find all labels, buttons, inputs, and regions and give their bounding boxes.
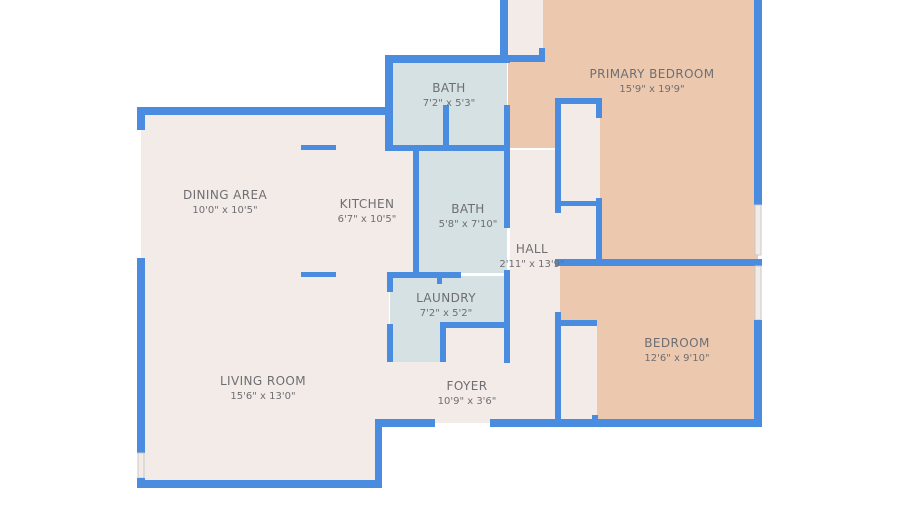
wall bbox=[385, 55, 393, 151]
room-dims: 7'2" x 5'3" bbox=[422, 98, 476, 109]
wall bbox=[387, 272, 461, 278]
room-dims: 7'2" x 5'2" bbox=[419, 308, 473, 319]
primary-closet-fill bbox=[558, 101, 600, 262]
wall bbox=[504, 105, 510, 228]
wall bbox=[555, 259, 762, 266]
wall bbox=[137, 258, 145, 453]
room-name: BATH bbox=[432, 81, 466, 95]
counter bbox=[301, 145, 336, 150]
wall bbox=[375, 419, 435, 427]
room-name: LAUNDRY bbox=[416, 291, 476, 305]
bath-2-fill bbox=[416, 149, 507, 273]
wall bbox=[592, 415, 598, 423]
wall bbox=[490, 419, 762, 427]
counter bbox=[301, 272, 336, 277]
room-label-bedroom: BEDROOM 12'6" x 9'10" bbox=[644, 336, 709, 364]
wall bbox=[754, 0, 762, 205]
wall bbox=[555, 98, 601, 104]
wall bbox=[504, 270, 510, 363]
walls bbox=[137, 0, 762, 488]
room-name: DINING AREA bbox=[182, 188, 268, 202]
laundry-closet-fill bbox=[443, 325, 507, 362]
room-name: BEDROOM bbox=[644, 336, 710, 350]
wall bbox=[387, 272, 393, 292]
bedroom-closet-fill bbox=[558, 323, 597, 422]
room-name: FOYER bbox=[446, 379, 488, 393]
window bbox=[137, 452, 145, 479]
room-dims: 10'0" x 10'5" bbox=[192, 205, 258, 216]
wall bbox=[437, 272, 442, 284]
room-label-laundry: LAUNDRY 7'2" x 5'2" bbox=[416, 291, 476, 319]
wall bbox=[387, 324, 393, 362]
room-dims: 15'9" x 19'9" bbox=[619, 84, 685, 95]
room-dims: 15'6" x 13'0" bbox=[230, 391, 296, 402]
wall bbox=[385, 55, 510, 63]
room-dims: 12'6" x 9'10" bbox=[644, 353, 710, 364]
room-name: BATH bbox=[451, 202, 485, 216]
room-fills bbox=[141, 0, 758, 484]
living-area-fill bbox=[141, 111, 560, 484]
wall bbox=[137, 107, 145, 130]
window bbox=[754, 265, 762, 321]
wall bbox=[500, 55, 545, 62]
room-label-kitchen: KITCHEN 6'7" x 10'5" bbox=[338, 197, 397, 225]
closet-fill bbox=[505, 0, 543, 58]
wall bbox=[137, 107, 390, 115]
room-label-foyer: FOYER 10'9" x 3'6" bbox=[438, 379, 497, 407]
wall bbox=[555, 98, 561, 213]
wall bbox=[413, 150, 419, 275]
room-label-living-room: LIVING ROOM 15'6" x 13'0" bbox=[220, 374, 306, 402]
room-dims: 5'8" x 7'10" bbox=[438, 219, 498, 230]
room-label-primary-bedroom: PRIMARY BEDROOM 15'9" x 19'9" bbox=[589, 67, 714, 95]
room-label-hall: HALL 2'11" x 13'9" bbox=[499, 242, 564, 270]
wall bbox=[555, 312, 561, 420]
room-label-bath-2: BATH 5'8" x 7'10" bbox=[439, 202, 498, 230]
room-label-bath-1: BATH 7'2" x 5'3" bbox=[423, 81, 475, 109]
primary-bedroom-fill bbox=[508, 0, 758, 262]
room-dims: 10'9" x 3'6" bbox=[437, 396, 497, 407]
wall bbox=[596, 98, 602, 118]
room-name: LIVING ROOM bbox=[219, 374, 307, 388]
room-name: KITCHEN bbox=[339, 197, 395, 211]
wall bbox=[555, 201, 601, 206]
wall bbox=[596, 198, 602, 262]
room-name: HALL bbox=[515, 242, 549, 256]
wall bbox=[440, 322, 510, 328]
window bbox=[754, 204, 762, 256]
wall bbox=[375, 419, 382, 488]
room-label-dining-area: DINING AREA 10'0" x 10'5" bbox=[183, 188, 267, 216]
wall bbox=[539, 48, 545, 62]
wall bbox=[440, 324, 446, 362]
wall bbox=[555, 320, 597, 326]
wall bbox=[754, 320, 762, 427]
wall bbox=[137, 480, 382, 488]
room-dims: 2'11" x 13'9" bbox=[499, 259, 565, 270]
wall bbox=[500, 0, 508, 62]
wall bbox=[443, 105, 449, 150]
room-name: PRIMARY BEDROOM bbox=[589, 67, 715, 81]
room-dims: 6'7" x 10'5" bbox=[337, 214, 397, 225]
